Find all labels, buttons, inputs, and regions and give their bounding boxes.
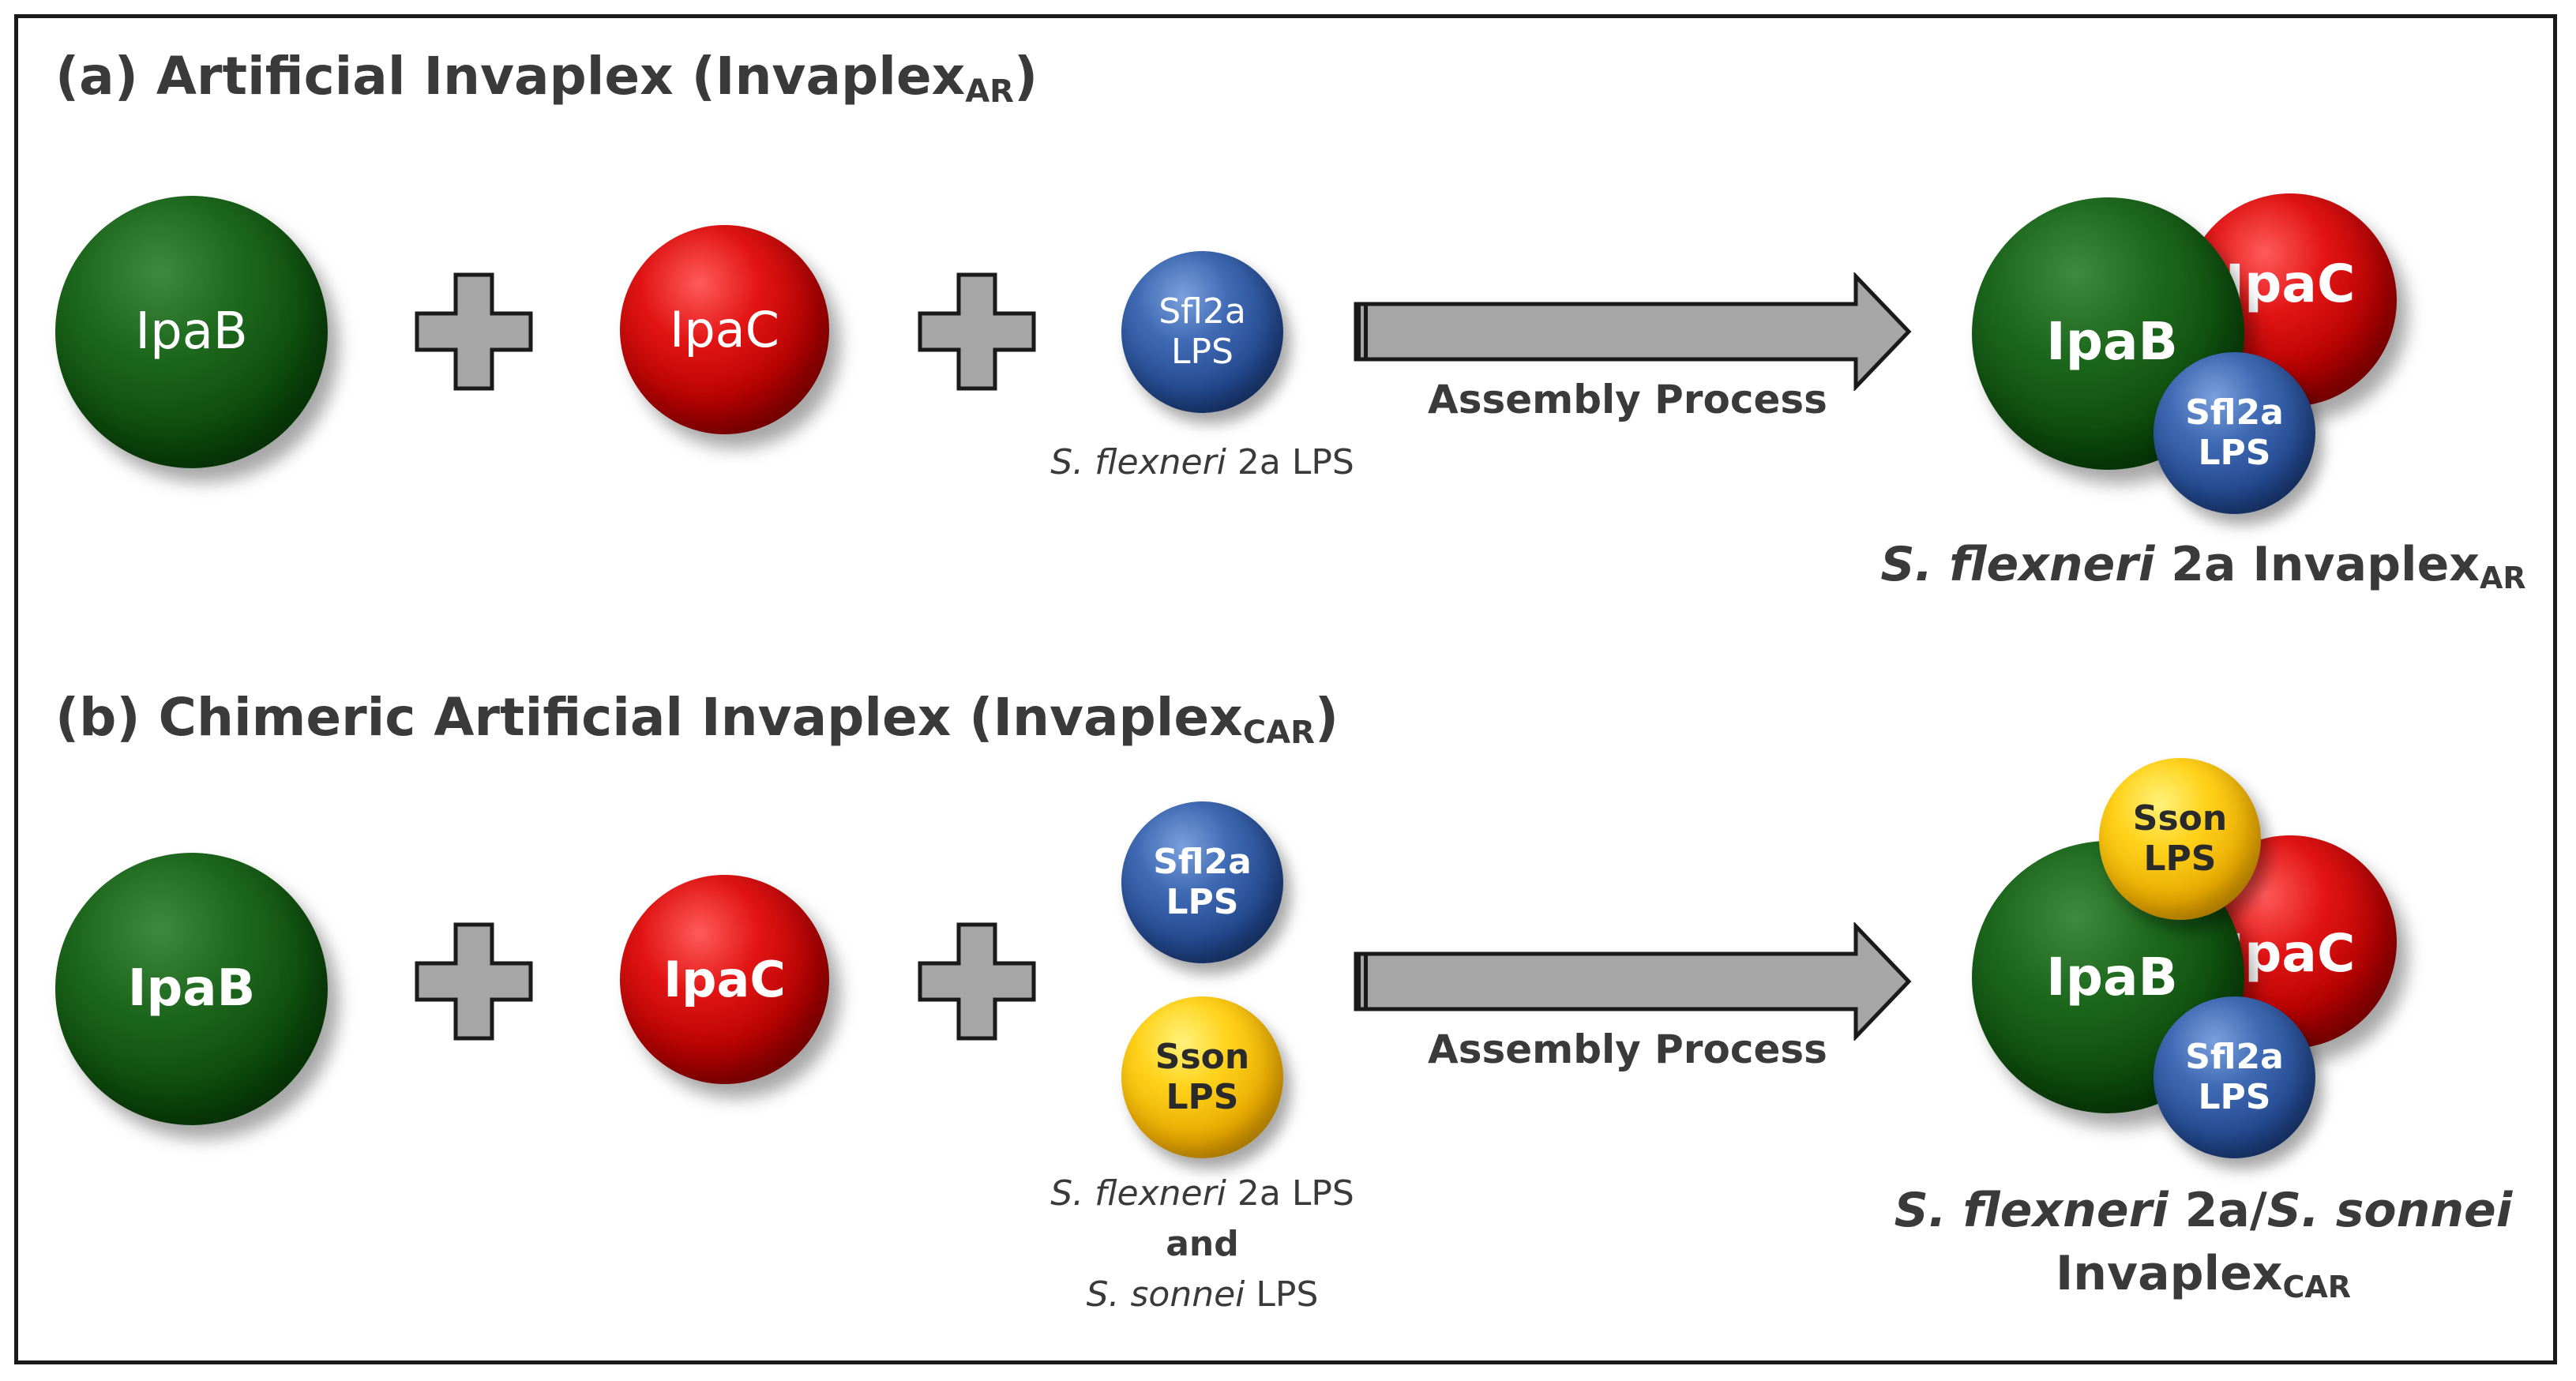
product-sfl-line1: Sfl2a [2185, 1036, 2284, 1077]
ipab-label: IpaB [135, 302, 248, 361]
figure-frame [14, 14, 2557, 1364]
assembly-process-label: Assembly Process [1428, 377, 1827, 422]
product-car-caption-line2: InvaplexCAR [2055, 1246, 2352, 1304]
sfl2a-lps-sphere: Sfl2a LPS [1121, 251, 1283, 413]
product-ipab-label: IpaB [2046, 946, 2178, 1008]
product-lps-line2: LPS [2198, 432, 2271, 473]
ipac-label: IpaC [670, 300, 779, 358]
lps-mix-caption-line1: S. flexneri 2a LPS [1050, 1173, 1354, 1214]
panel-a-heading: (a) Artificial Invaplex (InvaplexAR) [55, 46, 1038, 110]
product-car-caption-line1: S. flexneri 2a/S. sonnei [1894, 1183, 2513, 1238]
product-sfl-line2: LPS [2198, 1076, 2271, 1117]
lps-label-line2: LPS [1171, 331, 1234, 372]
lps-label-line1: Sfl2a [1153, 841, 1252, 882]
ipac-label: IpaC [663, 950, 786, 1008]
product-ipab-label: IpaB [2046, 310, 2178, 372]
lps-label-line2: LPS [1166, 881, 1239, 922]
product-car-caption: S. flexneri 2a/S. sonnei InvaplexCAR [1879, 1179, 2527, 1319]
ipab-label: IpaB [127, 959, 256, 1018]
product-sfl2a-lps-sphere: Sfl2a LPS [2154, 996, 2315, 1158]
product-sson-lps-sphere: Sson LPS [2099, 758, 2261, 920]
ipac-sphere: IpaC [620, 225, 829, 434]
assembly-arrow-icon [1354, 272, 1912, 391]
ipac-sphere: IpaC [620, 875, 829, 1084]
sson-label-line1: Sson [1155, 1036, 1250, 1077]
lps-mix-caption-line3: S. sonnei LPS [1086, 1274, 1319, 1315]
plus-icon [918, 922, 1036, 1041]
product-ar-caption: S. flexneri 2a InvaplexAR [1880, 537, 2526, 595]
ipab-sphere: IpaB [55, 853, 328, 1125]
plus-icon [918, 272, 1036, 391]
plus-icon [415, 272, 533, 391]
assembly-process-label: Assembly Process [1428, 1026, 1827, 1072]
lps-mix-caption-line2: and [1166, 1224, 1239, 1264]
lps-mix-caption: S. flexneri 2a LPS and S. sonnei LPS [1003, 1169, 1402, 1320]
lps-caption: S. flexneri 2a LPS [1050, 442, 1354, 482]
sson-lps-sphere: Sson LPS [1121, 996, 1283, 1158]
plus-icon [415, 922, 533, 1041]
product-sson-line1: Sson [2132, 797, 2228, 839]
sfl2a-lps-sphere: Sfl2a LPS [1121, 801, 1283, 963]
sson-label-line2: LPS [1166, 1076, 1239, 1117]
assembly-arrow-icon [1354, 922, 1912, 1041]
lps-label-line1: Sfl2a [1158, 291, 1246, 332]
product-ipac-label: IpaC [2225, 253, 2356, 315]
product-lps-line1: Sfl2a [2185, 392, 2284, 433]
product-sson-line2: LPS [2143, 838, 2217, 879]
panel-b-heading: (b) Chimeric Artificial Invaplex (Invapl… [55, 687, 1339, 751]
product-ipac-label: IpaC [2225, 923, 2356, 985]
ipab-sphere: IpaB [55, 196, 328, 468]
product-sfl2a-lps-sphere: Sfl2a LPS [2154, 352, 2315, 514]
